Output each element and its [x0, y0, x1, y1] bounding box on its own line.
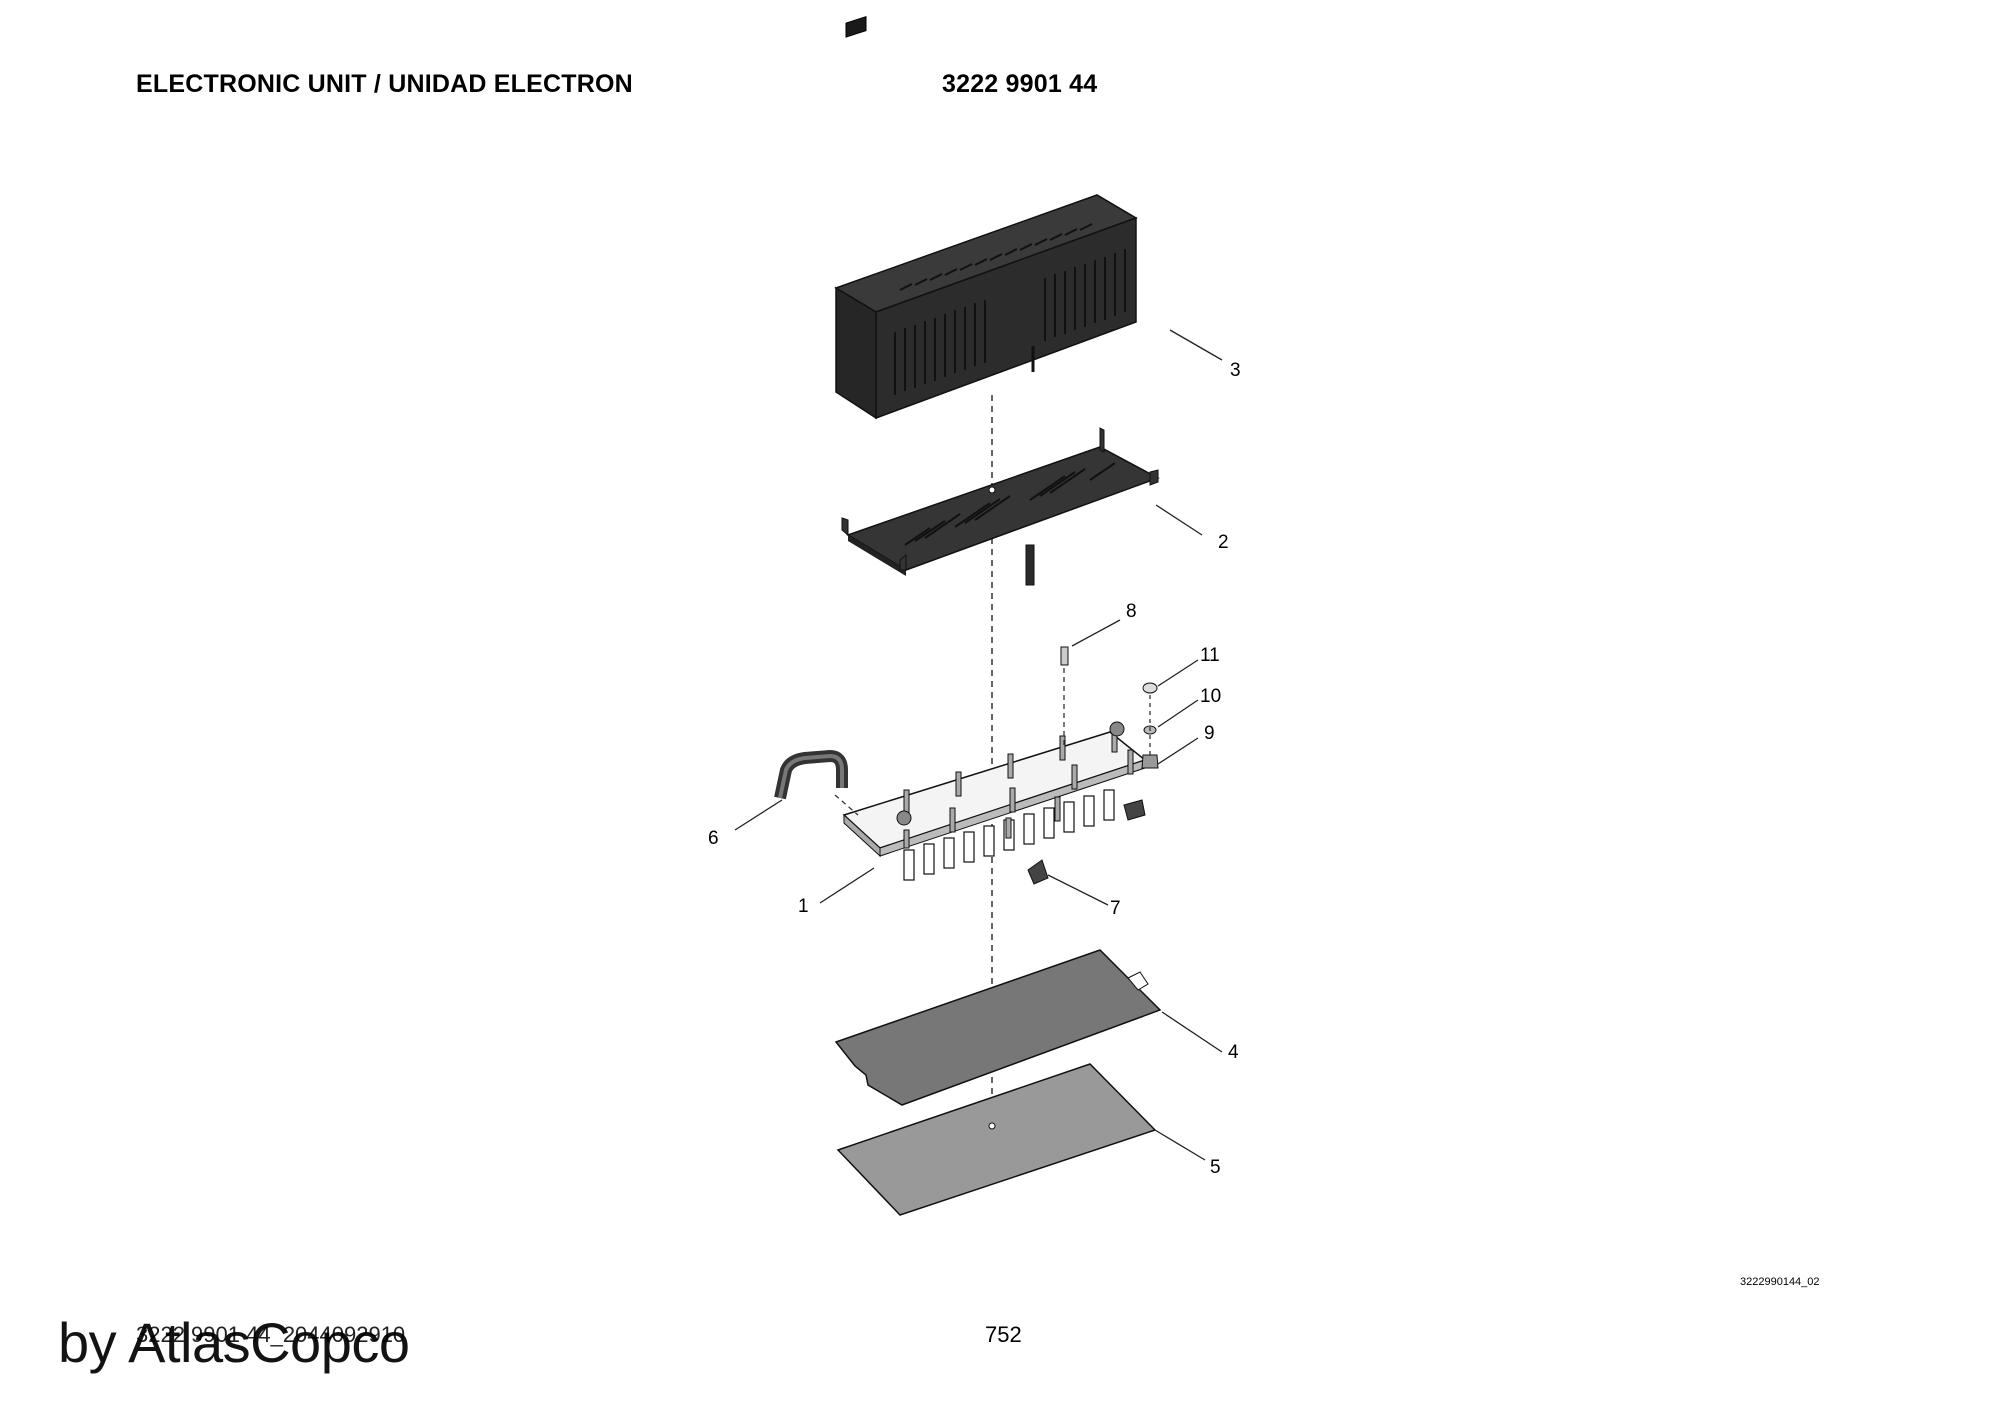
callout-6: 6 [708, 828, 719, 849]
part-4-plate [834, 949, 1162, 1106]
leader-11 [1157, 659, 1199, 687]
callout-4: 4 [1228, 1042, 1239, 1063]
callout-9: 9 [1204, 723, 1215, 744]
drawing-id: 3222990144_02 [1740, 1276, 1820, 1288]
page-number: 752 [985, 1322, 1022, 1347]
parts-9-10-11-fasteners [1141, 682, 1159, 769]
callout-1: 1 [798, 896, 809, 917]
leader-10 [1157, 699, 1199, 728]
watermark-brand: by AtlasCopco [58, 1311, 410, 1374]
leader-5 [1154, 1129, 1206, 1161]
callout-7: 7 [1110, 898, 1121, 919]
callout-8: 8 [1126, 601, 1137, 622]
callout-2: 2 [1218, 532, 1229, 553]
leader-7 [1047, 874, 1109, 906]
part-2-tray [841, 427, 1160, 586]
part-3-cover [834, 15, 1138, 420]
callout-3: 3 [1230, 360, 1241, 381]
callout-11: 11 [1200, 645, 1220, 666]
footer-code: 3222 9901 44_2044092910 [136, 1322, 406, 1347]
leader-4 [1161, 1011, 1223, 1053]
page-title: ELECTRONIC UNIT / UNIDAD ELECTRON [136, 70, 633, 98]
part-1-board [842, 721, 1147, 885]
leader-6 [734, 799, 783, 831]
leader-9 [1157, 737, 1199, 765]
leader-3 [1169, 329, 1223, 361]
leader-2 [1155, 504, 1203, 536]
callout-10: 10 [1200, 686, 1222, 707]
leader-8 [1071, 619, 1121, 647]
part-6-handle [774, 749, 848, 800]
document-number: 3222 9901 44 [942, 70, 1098, 98]
callout-5: 5 [1210, 1157, 1221, 1178]
part-8-screw [1060, 646, 1069, 745]
leader-1 [819, 867, 875, 904]
